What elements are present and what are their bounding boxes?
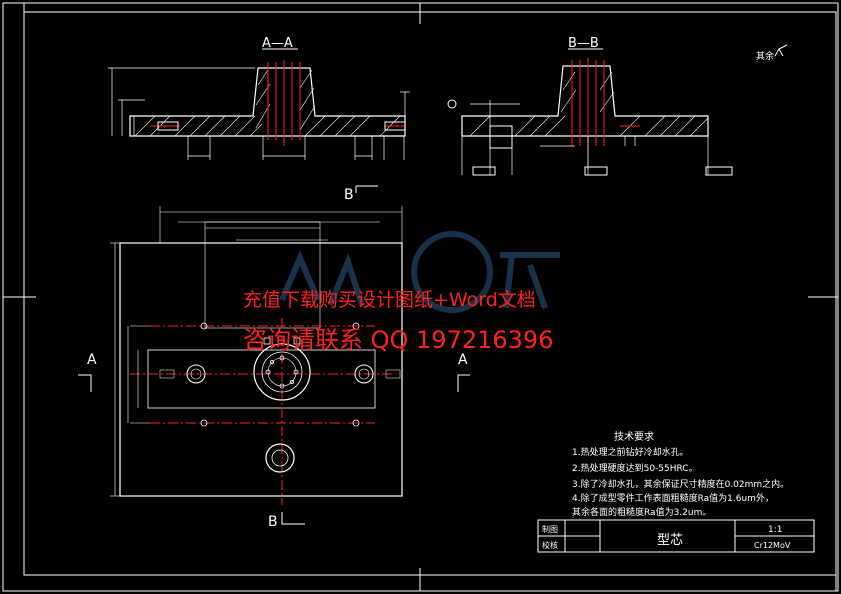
section-bb-outline: [461, 65, 709, 137]
plan-hole-bottom-inner: [271, 449, 289, 467]
datum-marker-icon: [447, 99, 457, 109]
tech-requirement-3: 3.除了冷却水孔，其余保证尺寸精度在0.02mm之内。: [572, 480, 790, 490]
plan-slot: [147, 349, 376, 409]
plan-hole-bottom: [265, 443, 295, 473]
watermark-line-2: 咨询请联系 QQ 197216396: [243, 326, 554, 354]
datum-box-left: [472, 166, 496, 176]
section-bb-hatch: [469, 71, 709, 137]
plan-screw-holes: [200, 322, 360, 427]
title-block-part-name: 型芯: [657, 533, 683, 548]
section-aa-view: [108, 60, 410, 160]
section-aa-title: A—A: [262, 36, 293, 51]
plan-outer-plate: [119, 242, 403, 497]
section-b-top-label: B: [344, 187, 354, 203]
section-bb-title: B—B: [568, 36, 599, 51]
section-a-right-label: A: [458, 352, 468, 368]
inner-frame: [23, 11, 837, 576]
section-a-left-label: A: [87, 352, 97, 368]
centering-marks: [3, 3, 838, 591]
datum-box-center: [584, 166, 608, 176]
datum-box-right: [705, 166, 733, 176]
title-block-material: Cr12MoV: [754, 541, 791, 550]
logo-glyph-icon: [279, 250, 560, 309]
tech-requirement-5: 其余各面的粗糙度Ra值为3.2um。: [572, 508, 712, 518]
plan-hole-right: [354, 364, 374, 384]
title-block-frame: [537, 519, 815, 553]
section-b-bottom-label: B: [268, 514, 278, 530]
tech-requirement-4: 4.除了成型零件工作表面粗糙度Ra值为1.6um外，: [572, 494, 774, 504]
plan-dimensions: [110, 206, 403, 497]
section-a-left-arrow-icon: [78, 374, 92, 392]
plan-cavity-outline: [204, 221, 321, 329]
plan-view: [110, 206, 403, 505]
roughness-symbol-icon: [774, 44, 788, 57]
plan-hole-right-inner: [358, 368, 370, 380]
section-aa-centerlines: [150, 60, 405, 146]
plan-threads: [159, 369, 401, 379]
tech-requirements-title: 技术要求: [614, 432, 654, 443]
section-aa-dimensions: [108, 67, 410, 160]
section-bb-step: [489, 125, 513, 149]
section-b-bottom-arrow-icon: [281, 512, 305, 525]
roughness-note: 其余: [756, 50, 774, 62]
core-boss-inner: [261, 351, 303, 393]
core-boss-core: [267, 357, 297, 387]
section-bb-view: [447, 58, 733, 176]
plan-hole-left-inner: [190, 368, 202, 380]
title-block-check-label: 校核: [542, 540, 558, 550]
watermark-line-1: 充值下载购买设计图纸+Word文档: [243, 289, 536, 311]
section-bb-centerlines: [571, 58, 640, 170]
section-aa-hole-left: [157, 121, 179, 131]
title-block-draw-label: 制图: [542, 524, 558, 534]
core-pins: [265, 355, 299, 389]
tech-requirement-1: 1.热处理之前钻好冷却水孔。: [572, 448, 689, 458]
logo-watermark: [279, 231, 560, 313]
section-a-right-arrow-icon: [457, 374, 470, 392]
plan-hole-left: [186, 364, 206, 384]
title-block-scale: 1:1: [768, 525, 782, 535]
logo-ring-icon: [411, 231, 493, 313]
section-b-top-arrow-icon: [355, 185, 378, 193]
tech-requirement-2: 2.热处理硬度达到50-55HRC。: [572, 464, 698, 474]
core-boss-outer: [253, 343, 311, 401]
section-bb-dimensions: [461, 100, 709, 175]
section-aa-outline: [129, 67, 406, 137]
